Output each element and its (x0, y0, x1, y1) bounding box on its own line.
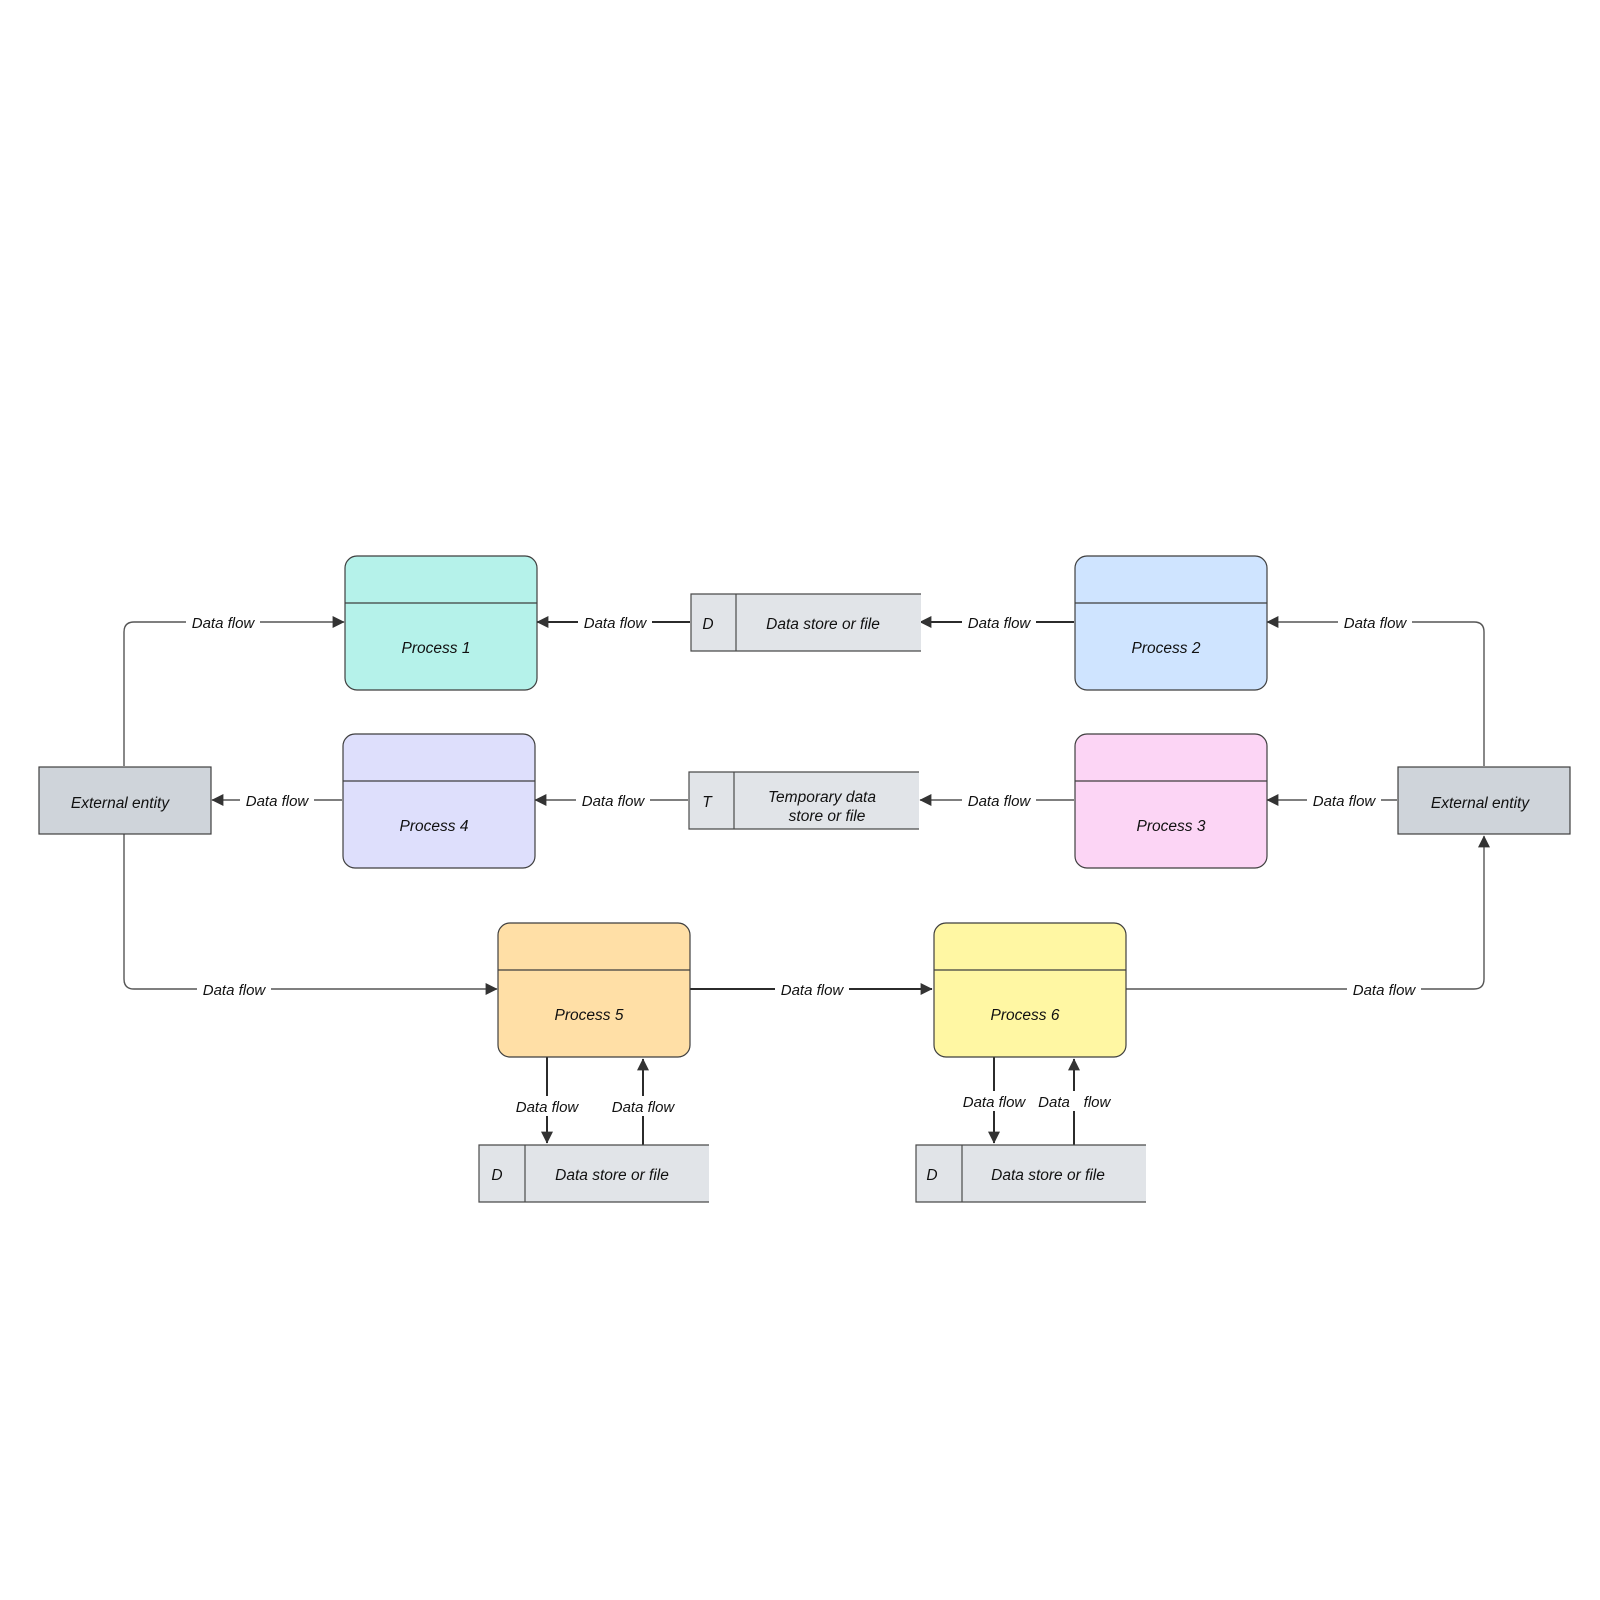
process-1[interactable]: Process 1 (344, 555, 538, 691)
process-4-label: Process 4 (400, 818, 469, 835)
external-entity-right-label: External entity (1431, 795, 1530, 812)
process-6[interactable]: Process 6 (933, 922, 1127, 1058)
svg-text:Data flow: Data flow (1313, 793, 1377, 810)
data-store-temporary-label-line2: store or file (789, 808, 866, 825)
svg-text:Data flow: Data flow (516, 1099, 580, 1116)
svg-text:Data flow: Data flow (582, 793, 646, 810)
process-6-label: Process 6 (991, 1007, 1060, 1024)
flow-label-p2-to-store-top: Data flow (962, 612, 1036, 632)
flow-label-entity-right-to-p2: Data flow (1338, 612, 1412, 632)
flow-label-p6-to-entity-right: Data flow (1347, 979, 1421, 999)
flow-label-p4-to-entity-left: Data flow (240, 790, 314, 810)
data-store-p6-tag: D (926, 1167, 937, 1184)
data-store-temporary-tag: T (702, 794, 713, 811)
svg-text:Data: Data (1038, 1094, 1070, 1111)
process-4[interactable]: Process 4 (342, 733, 536, 869)
data-store-temporary[interactable]: T Temporary data store or file (688, 771, 919, 830)
flow-edge-entity-left-to-p5[interactable] (123, 834, 498, 995)
svg-text:flow: flow (1084, 1094, 1112, 1111)
data-store-top[interactable]: D Data store or file (690, 593, 921, 652)
svg-text:Data flow: Data flow (1353, 982, 1417, 999)
data-store-p6[interactable]: D Data store or file (915, 1144, 1146, 1203)
process-2[interactable]: Process 2 (1074, 555, 1268, 691)
flow-label-entity-left-to-p5: Data flow (197, 979, 271, 999)
svg-text:Data flow: Data flow (968, 615, 1032, 632)
svg-text:Data flow: Data flow (584, 615, 648, 632)
svg-text:Data flow: Data flow (1344, 615, 1408, 632)
process-5-label: Process 5 (555, 1007, 624, 1024)
svg-text:Data flow: Data flow (192, 615, 256, 632)
flow-edge-entity-right-to-p2[interactable] (1266, 616, 1485, 766)
flow-label-p5-to-p6: Data flow (775, 979, 849, 999)
flow-edge-entity-left-to-p1[interactable] (123, 616, 345, 766)
flow-label-p5-to-store: Data flow (510, 1096, 584, 1116)
data-store-top-label: Data store or file (766, 616, 880, 633)
process-2-label: Process 2 (1132, 640, 1201, 657)
flow-label-store-mid-to-p4: Data flow (576, 790, 650, 810)
process-5[interactable]: Process 5 (497, 922, 691, 1058)
data-store-p6-label: Data store or file (991, 1167, 1105, 1184)
flow-edge-p6-to-entity-right[interactable] (1126, 835, 1490, 990)
process-1-label: Process 1 (402, 640, 471, 657)
data-store-top-tag: D (702, 616, 713, 633)
flow-label-store-to-p5: Data flow (606, 1096, 680, 1116)
external-entity-left-label: External entity (71, 795, 170, 812)
external-entity-left[interactable]: External entity (38, 766, 212, 835)
svg-text:Data flow: Data flow (612, 1099, 676, 1116)
flow-label-p6-to-store: Data flow (957, 1091, 1031, 1111)
svg-text:Data flow: Data flow (968, 793, 1032, 810)
flow-label-entity-left-to-p1: Data flow (186, 612, 260, 632)
process-3[interactable]: Process 3 (1074, 733, 1268, 869)
flow-label-store-to-p6: Data flow (1034, 1091, 1114, 1111)
svg-text:Data flow: Data flow (246, 793, 310, 810)
flow-label-store-top-to-p1: Data flow (578, 612, 652, 632)
external-entity-right[interactable]: External entity (1397, 766, 1571, 835)
data-store-temporary-label-line1: Temporary data (768, 789, 876, 806)
svg-text:Data flow: Data flow (203, 982, 267, 999)
svg-text:Data flow: Data flow (963, 1094, 1027, 1111)
process-3-label: Process 3 (1137, 818, 1206, 835)
flow-label-entity-right-to-p3: Data flow (1307, 790, 1381, 810)
svg-text:Data flow: Data flow (781, 982, 845, 999)
data-store-p5[interactable]: D Data store or file (478, 1144, 709, 1203)
data-store-p5-tag: D (491, 1167, 502, 1184)
flow-label-p3-to-store-mid: Data flow (962, 790, 1036, 810)
data-store-p5-label: Data store or file (555, 1167, 669, 1184)
